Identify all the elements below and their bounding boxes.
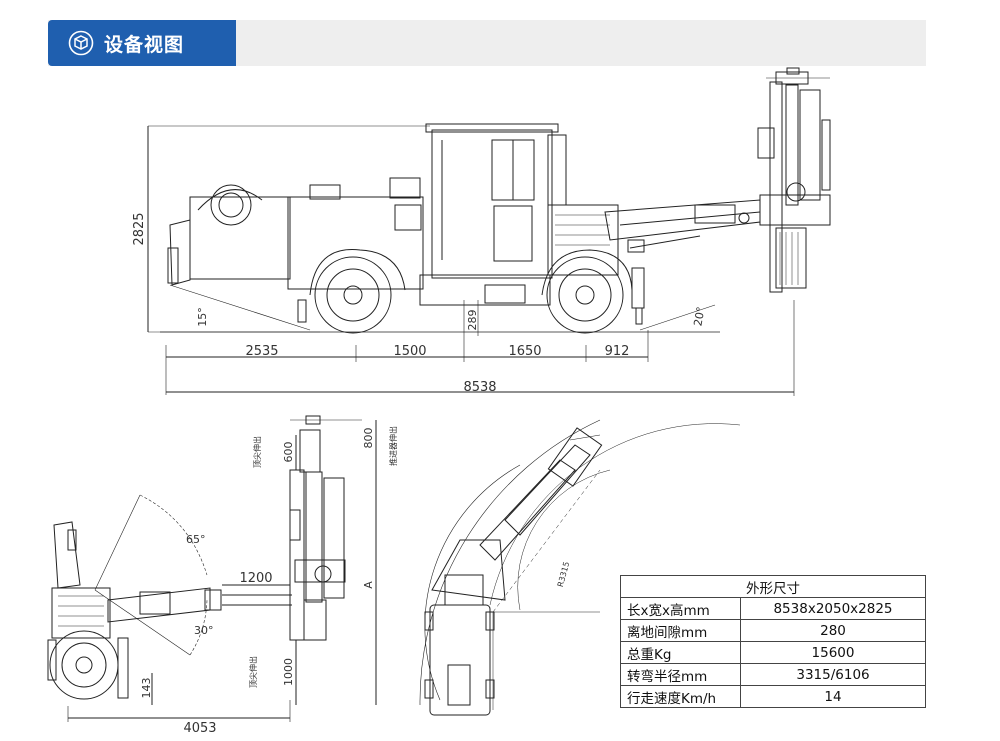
side-segment-1: 2535	[245, 344, 278, 359]
front-note-top-right: 推进器伸出	[388, 426, 398, 466]
page-title: 设备视图	[104, 33, 185, 56]
front-angle-bottom: 30°	[194, 624, 214, 637]
cube-icon	[68, 30, 94, 56]
side-segment-3: 1650	[508, 344, 541, 359]
side-angle-front: 15°	[196, 307, 209, 327]
spec-table-title: 外形尺寸	[620, 575, 926, 598]
side-view-drawing	[147, 67, 831, 396]
side-segment-2: 1500	[393, 344, 426, 359]
front-view-drawing	[47, 415, 377, 722]
section-header-tab: 设备视图	[48, 20, 236, 66]
front-top-ext: 600	[282, 442, 295, 463]
front-reach-label: 1200	[239, 571, 272, 586]
front-note-bottom: 顶尖伸出	[248, 656, 258, 688]
turn-radius-label: R3315	[556, 561, 571, 588]
side-total-length: 8538	[463, 380, 496, 395]
turning-view-drawing	[419, 419, 741, 716]
side-height-label: 2825	[132, 212, 147, 245]
side-clearance-label: 289	[466, 310, 479, 331]
front-total-length: 4053	[183, 721, 216, 736]
front-bottom-ext: 1000	[282, 658, 295, 686]
front-a-label: A	[362, 581, 375, 589]
front-wheel-height: 143	[140, 678, 153, 699]
front-angle-top: 65°	[186, 533, 206, 546]
front-top-total: 800	[362, 428, 375, 449]
side-segment-4: 912	[605, 344, 630, 359]
front-note-top: 顶尖伸出	[252, 436, 262, 468]
side-angle-rear: 20°	[691, 306, 707, 327]
